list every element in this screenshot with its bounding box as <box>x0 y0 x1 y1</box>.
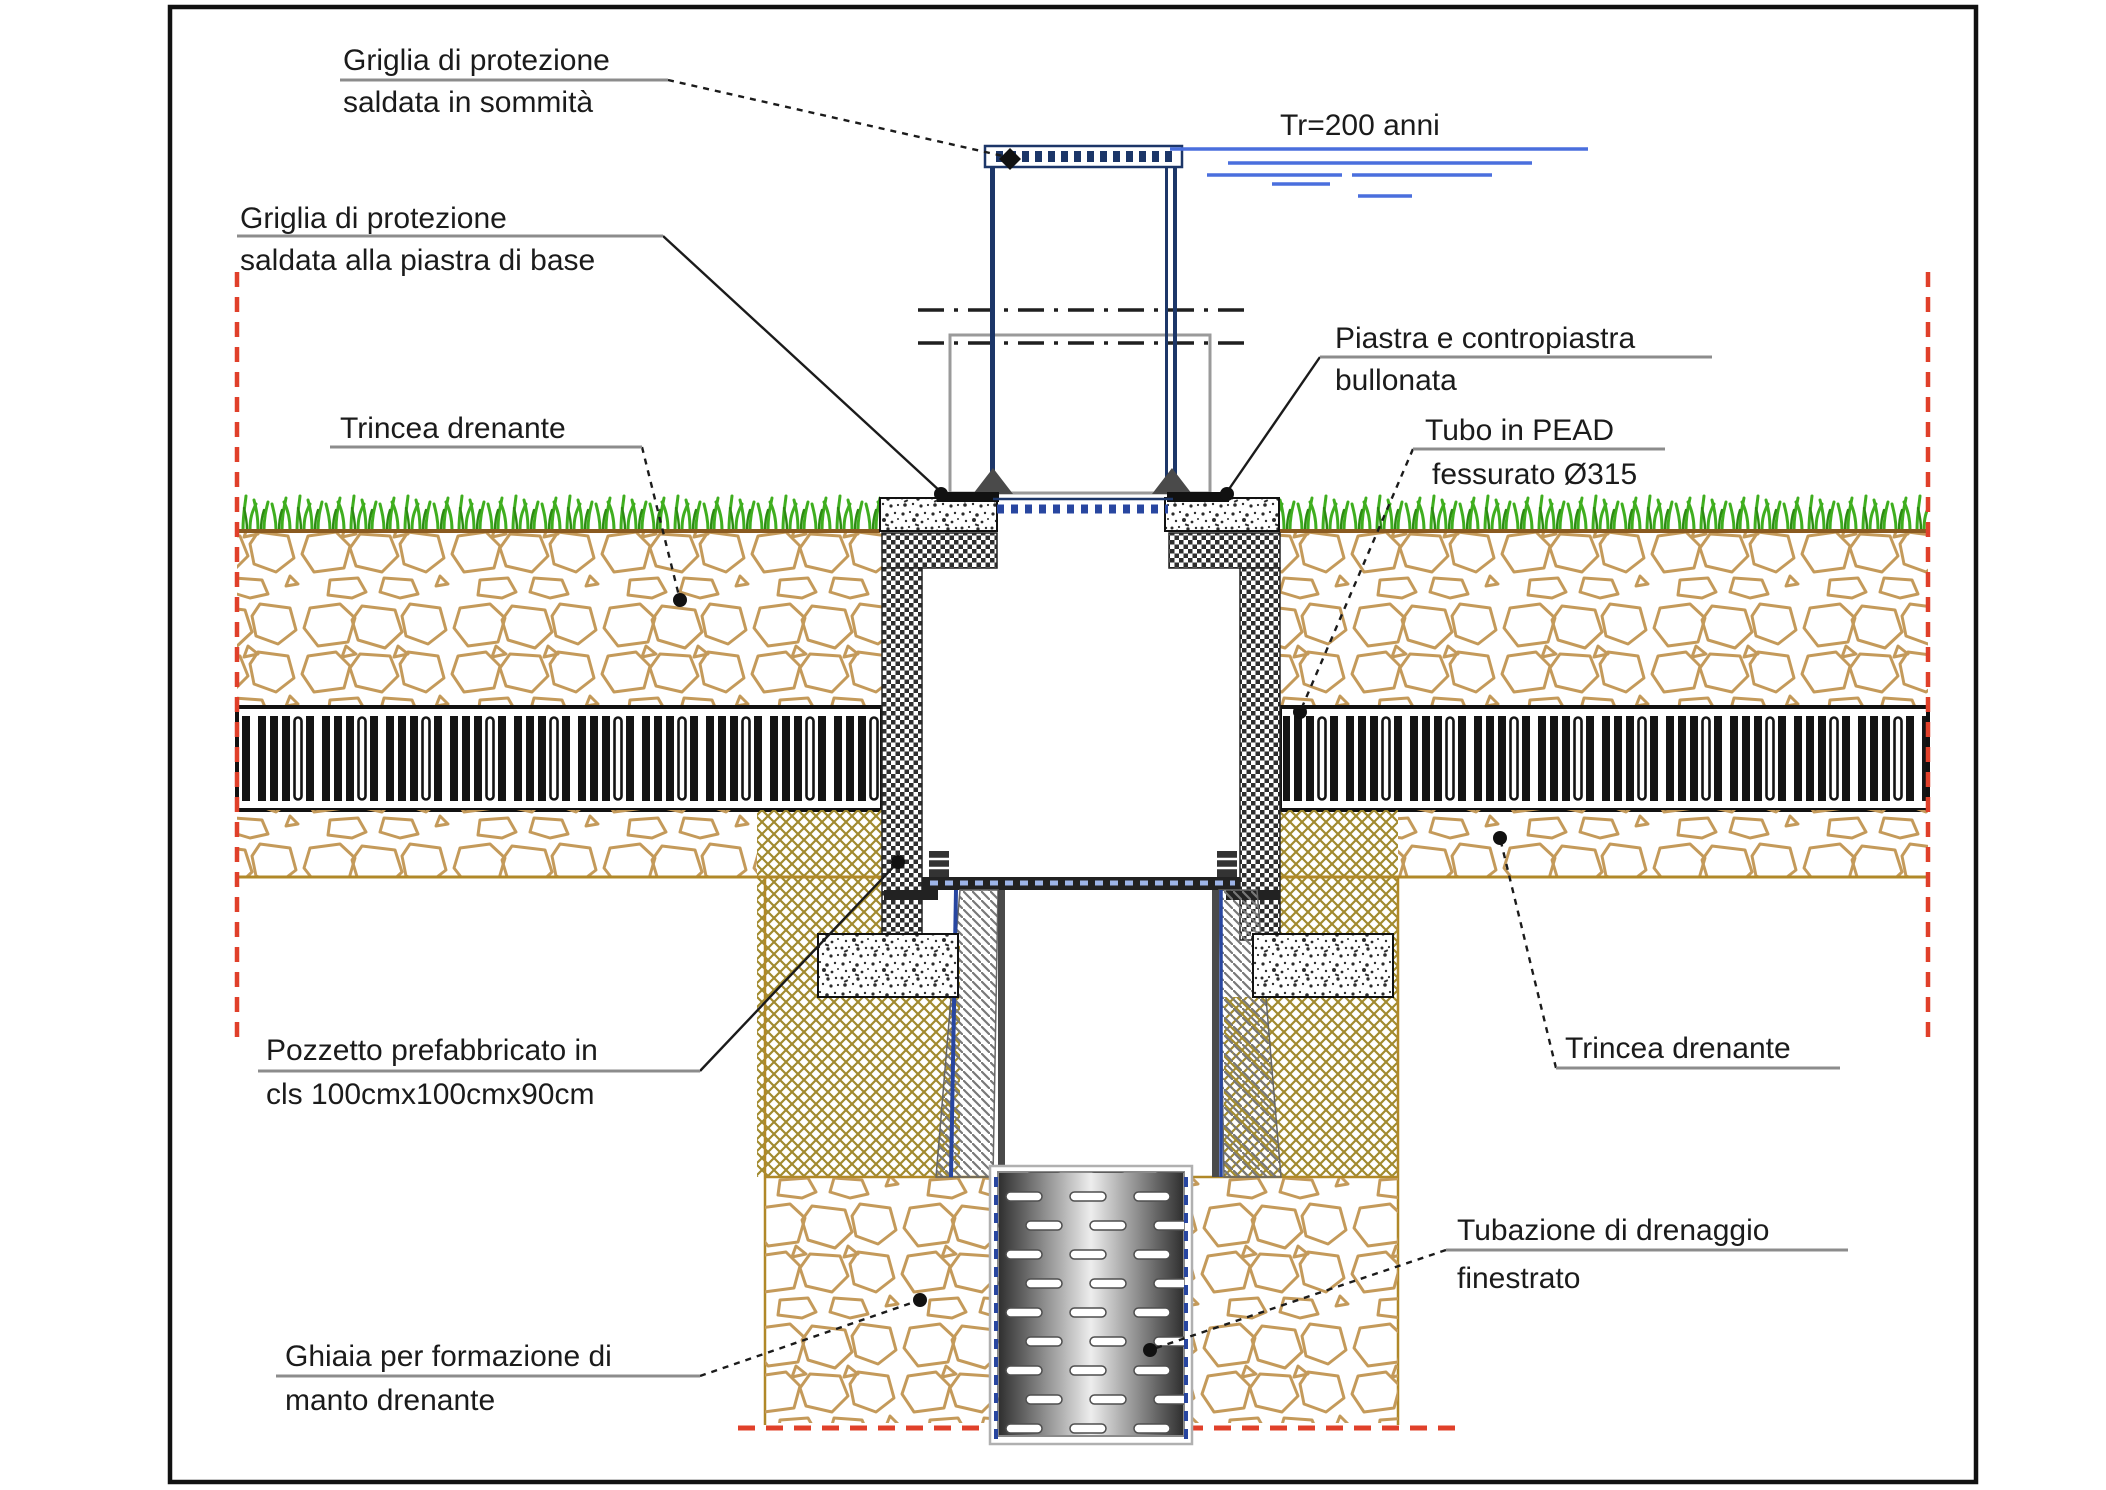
pozzetto <box>881 528 1281 941</box>
shaft-wall-right <box>1212 890 1219 1177</box>
leader-pozzetto <box>699 861 899 1072</box>
trench-soil <box>235 492 1930 1425</box>
gusset-left <box>973 468 1013 494</box>
top-grille <box>983 144 1184 169</box>
gusset-right <box>1152 468 1192 494</box>
label-trincea-right: Trincea drenante <box>1565 1032 1791 1065</box>
pozzetto-opening <box>995 528 1171 572</box>
stone-fill-upper-left <box>237 533 882 707</box>
anchor-bolt-left <box>929 851 949 877</box>
gravel-left <box>765 1178 998 1423</box>
label-tubazione-line2: finestrato <box>1457 1262 1580 1295</box>
leader-ghiaia <box>699 1298 921 1378</box>
water-level-lines <box>1170 147 1588 198</box>
leader-trincea-left <box>640 446 682 601</box>
grass-strip-left <box>237 492 880 530</box>
stone-fill-upper-right <box>1280 533 1928 707</box>
riser-wall-right-outer <box>1165 166 1168 494</box>
riser-assembly <box>918 144 1248 514</box>
label-pozzetto-line1: Pozzetto prefabbricato in <box>266 1034 598 1067</box>
riser-wall-left <box>990 166 995 494</box>
leader-diamond-top-grille <box>999 148 1021 170</box>
label-trincea-left: Trincea drenante <box>340 412 566 445</box>
leader-lines <box>640 78 1558 1378</box>
pipe-slots <box>998 1172 1184 1436</box>
leader-dots <box>673 148 1507 1357</box>
label-griglia-base-line1: Griglia di protezione <box>240 202 507 235</box>
label-griglia-sommita-line2: saldata in sommità <box>343 86 593 119</box>
label-tubazione-line1: Tubazione di drenaggio <box>1457 1214 1769 1247</box>
leader-griglia-sommita <box>667 78 1004 158</box>
base-step-left <box>884 890 938 900</box>
label-tubo-pead-line1: Tubo in PEAD <box>1425 414 1614 447</box>
pozzetto-wall-left <box>881 567 923 941</box>
base-plate-right <box>1167 492 1229 502</box>
anchor-block-right <box>1252 933 1394 998</box>
leader-griglia-base <box>662 235 942 493</box>
stone-fill-lower-left <box>237 810 757 877</box>
gravel-right <box>1184 1178 1398 1423</box>
label-griglia-base-line2: saldata alla piastra di base <box>240 244 595 277</box>
leader-tubazione <box>1149 1248 1447 1352</box>
concrete-pad-top-left <box>879 497 998 532</box>
label-tubo-pead-line2: fessurato Ø315 <box>1432 458 1637 491</box>
finestrato-drain-pipe <box>988 1164 1194 1446</box>
pozzetto-interior <box>920 568 1242 877</box>
drop-shaft <box>935 889 1282 1178</box>
base-plate-left <box>937 492 999 502</box>
shaft-wall-left <box>998 890 1005 1177</box>
label-piastra-line2: bullonata <box>1335 364 1457 397</box>
protection-cage <box>948 333 1212 495</box>
label-piastra-line1: Piastra e contropiastra <box>1335 322 1635 355</box>
leader-trincea-right <box>1498 837 1558 1069</box>
label-water-level: Tr=200 anni <box>1280 109 1440 142</box>
pozzetto-flange-right <box>1168 532 1281 569</box>
concrete-pad-top-right <box>1164 497 1280 532</box>
pead-pipe-right <box>1278 705 1930 812</box>
label-ghiaia-line1: Ghiaia per formazione di <box>285 1340 612 1373</box>
label-underlines <box>237 78 1848 1378</box>
stone-fill-lower-right <box>1398 810 1928 877</box>
pozzetto-flange-left <box>881 532 998 569</box>
label-pozzetto-line2: cls 100cmx100cmx90cm <box>266 1078 594 1111</box>
riser-wall-right-inner <box>1173 166 1177 494</box>
excavation-limits <box>234 272 1931 1431</box>
pozzetto-wall-right <box>1239 567 1281 941</box>
anchor-bolt-right <box>1217 851 1237 877</box>
label-ghiaia-line2: manto drenante <box>285 1384 495 1417</box>
anchor-block-left <box>817 933 959 998</box>
grass-strip-right <box>1279 492 1928 530</box>
label-griglia-sommita-line1: Griglia di protezione <box>343 44 610 77</box>
leader-piastra <box>1226 356 1321 493</box>
pead-pipe-left <box>235 705 884 812</box>
